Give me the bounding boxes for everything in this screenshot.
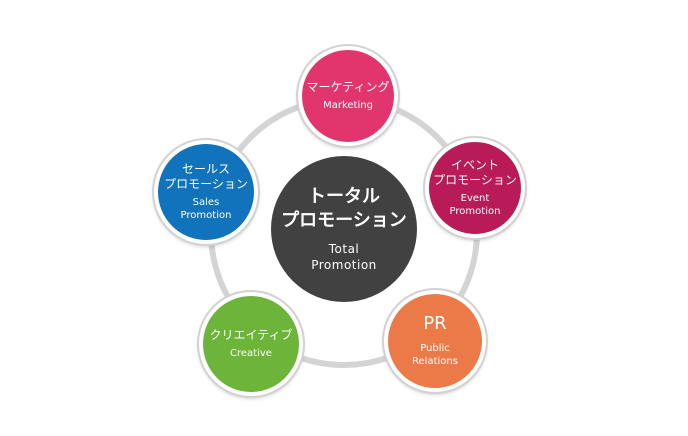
center-node-total-promotion: トータル プロモーション Total Promotion bbox=[271, 156, 417, 302]
node-sales-promotion: セールス プロモーション Sales Promotion bbox=[154, 140, 258, 244]
pr-label-big: PR bbox=[423, 313, 447, 334]
marketing-label-en: Marketing bbox=[323, 100, 373, 111]
node-marketing: マーケティング Marketing bbox=[298, 46, 398, 146]
center-label-jp: トータル プロモーション bbox=[281, 186, 407, 231]
marketing-label-jp: マーケティング bbox=[306, 80, 390, 94]
node-pr: PR Public Relations bbox=[384, 290, 486, 392]
pr-label-en: Public Relations bbox=[412, 343, 458, 367]
creative-label-jp: クリエイティブ bbox=[209, 328, 293, 342]
event-label-jp: イベント プロモーション bbox=[433, 158, 517, 187]
node-event-promotion: イベント プロモーション Event Promotion bbox=[425, 138, 525, 238]
creative-label-en: Creative bbox=[230, 348, 272, 359]
event-label-en: Event Promotion bbox=[449, 193, 501, 217]
sales-label-en: Sales Promotion bbox=[180, 197, 232, 221]
sales-label-jp: セールス プロモーション bbox=[164, 162, 248, 191]
node-creative: クリエイティブ Creative bbox=[199, 292, 303, 396]
center-label-en: Total Promotion bbox=[311, 242, 377, 272]
